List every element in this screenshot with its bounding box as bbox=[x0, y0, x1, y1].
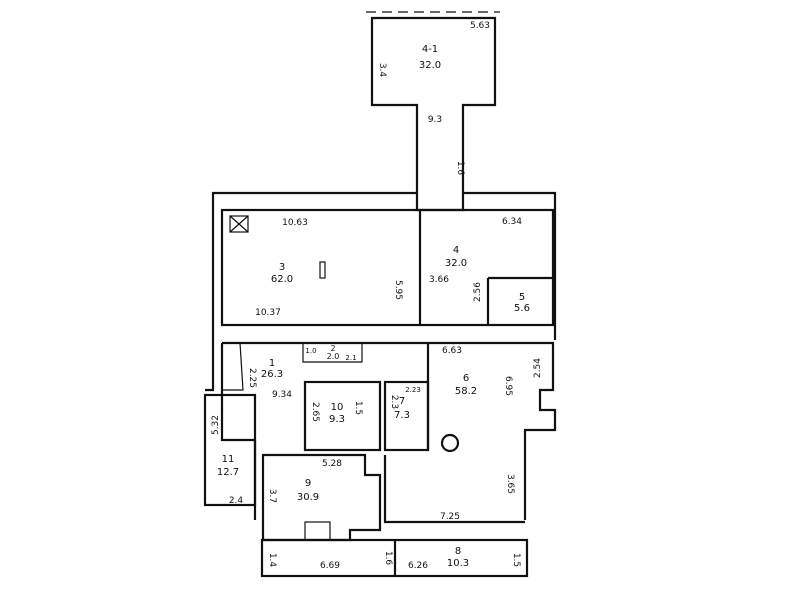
dimension: 6.69 bbox=[320, 561, 340, 571]
dimension: 6.95 bbox=[503, 376, 513, 396]
dimension: 9.34 bbox=[272, 390, 292, 400]
dimension: 1.4 bbox=[267, 553, 277, 568]
room-number: 10 bbox=[331, 402, 344, 413]
dimension-labels: 5.63 3.4 9.3 1.6 10.63 10.37 5.95 6.34 3… bbox=[211, 21, 543, 571]
dimension: 5.32 bbox=[211, 415, 221, 435]
dimension: 3.7 bbox=[267, 489, 277, 503]
room-area: 62.0 bbox=[271, 274, 293, 285]
dimension: 2.25 bbox=[247, 368, 257, 388]
room-number: 11 bbox=[222, 454, 235, 465]
dimension: 3.65 bbox=[505, 474, 515, 494]
dimension: 2.3 bbox=[389, 395, 399, 409]
dimension: 2.56 bbox=[473, 282, 483, 302]
room-area: 32.0 bbox=[445, 258, 467, 269]
room-number: 1 bbox=[269, 358, 275, 369]
dimension: 6.63 bbox=[442, 346, 462, 356]
annex-room-4-1 bbox=[366, 11, 500, 212]
room-area: 7.3 bbox=[394, 410, 410, 421]
room-number: 4-1 bbox=[422, 44, 438, 55]
dimension: 6.34 bbox=[502, 217, 522, 227]
room-area: 12.7 bbox=[217, 467, 239, 478]
dimension: 10.63 bbox=[282, 218, 308, 228]
dimension: 6.26 bbox=[408, 561, 428, 571]
room-number: 2 bbox=[330, 344, 335, 353]
room-area: 30.9 bbox=[297, 492, 319, 503]
dimension: 5.63 bbox=[470, 21, 490, 31]
outer-walls bbox=[205, 191, 557, 520]
room-number: 3 bbox=[279, 262, 285, 273]
dimension: 1.6 bbox=[455, 161, 465, 176]
room-area: 26.3 bbox=[261, 369, 283, 380]
room-number: 5 bbox=[519, 292, 525, 303]
room-number: 6 bbox=[463, 373, 469, 384]
room-area: 10.3 bbox=[447, 558, 469, 569]
dimension: 3.66 bbox=[429, 275, 449, 285]
hatched-room-11 bbox=[203, 393, 257, 507]
dimension: 2.1 bbox=[345, 354, 356, 362]
room-area: 9.3 bbox=[329, 414, 345, 425]
dimension: 1.6 bbox=[383, 551, 393, 566]
room-area: 58.2 bbox=[455, 386, 477, 397]
dimension: 3.4 bbox=[377, 63, 387, 78]
dimension: 1.5 bbox=[511, 553, 521, 567]
room-labels: 4-1 32.0 3 62.0 4 32.0 5 5.6 1 26.3 2 2.… bbox=[217, 44, 530, 569]
room-area: 5.6 bbox=[514, 303, 530, 314]
dimension: 9.3 bbox=[428, 115, 442, 125]
dimension: 5.28 bbox=[322, 459, 342, 469]
dimension: 2.65 bbox=[310, 402, 320, 422]
room-number: 9 bbox=[305, 478, 311, 489]
room-area: 32.0 bbox=[419, 60, 441, 71]
dimension: 2.23 bbox=[405, 386, 421, 394]
room-number: 8 bbox=[455, 546, 461, 557]
dimension: 7.25 bbox=[440, 512, 460, 522]
dimension: 5.95 bbox=[393, 280, 403, 300]
room-number: 4 bbox=[453, 245, 459, 256]
dimension: 2.54 bbox=[533, 358, 543, 378]
dimension: 1.5 bbox=[353, 401, 363, 415]
dimension: 10.37 bbox=[255, 308, 281, 318]
room-area: 2.0 bbox=[327, 352, 340, 361]
dimension: 1.0 bbox=[305, 347, 316, 355]
dimension: 2.4 bbox=[229, 496, 244, 506]
room-number: 7 bbox=[399, 396, 405, 407]
inner-walls bbox=[222, 215, 529, 578]
